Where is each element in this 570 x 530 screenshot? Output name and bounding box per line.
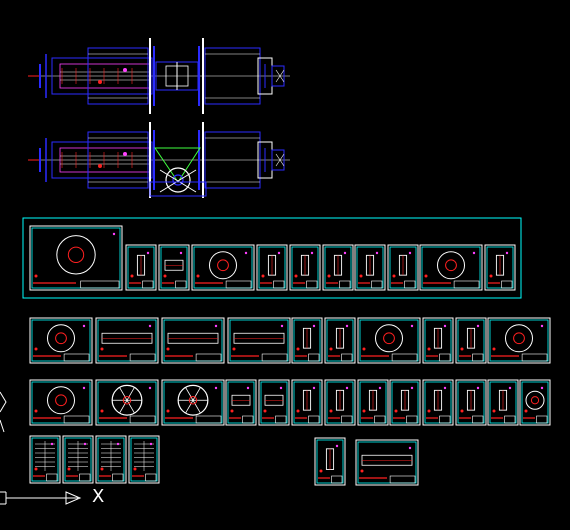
drawing-sheet xyxy=(29,379,93,426)
drawing-sheet xyxy=(487,379,519,426)
drawing-sheet xyxy=(484,244,516,291)
drawing-sheet xyxy=(387,244,419,291)
drawing-sheet xyxy=(422,317,454,364)
drawing-sheet xyxy=(95,317,159,364)
drawing-sheet xyxy=(29,317,93,364)
drawing-sheet xyxy=(419,244,483,291)
drawing-sheet xyxy=(354,244,386,291)
drawing-sheet xyxy=(357,379,389,426)
drawing-sheet xyxy=(314,437,346,486)
drawing-sheet xyxy=(191,244,255,291)
drawing-sheet xyxy=(291,379,323,426)
drawing-sheet xyxy=(128,435,160,484)
drawing-sheet xyxy=(355,439,419,486)
drawing-sheet xyxy=(225,379,257,426)
drawing-sheet xyxy=(227,317,291,364)
drawing-sheet xyxy=(29,225,123,291)
drawing-sheet xyxy=(519,379,551,426)
drawing-sheet xyxy=(95,379,159,426)
drawing-sheet xyxy=(422,379,454,426)
drawing-sheet xyxy=(289,244,321,291)
drawing-sheet xyxy=(29,435,61,484)
drawing-sheet xyxy=(158,244,190,291)
drawing-sheet xyxy=(258,379,290,426)
drawing-sheet xyxy=(95,435,127,484)
drawing-sheet xyxy=(125,244,157,291)
sheet-group-frame xyxy=(22,217,522,299)
sheet-group-frame-border xyxy=(22,217,522,299)
drawing-sheet xyxy=(322,244,354,291)
assembly-drawing-bottom xyxy=(28,122,290,198)
drawing-sheet xyxy=(161,379,225,426)
ucs-icon xyxy=(0,391,82,505)
drawing-sheet xyxy=(455,379,487,426)
drawing-sheet xyxy=(324,317,356,364)
drawing-sheet xyxy=(291,317,323,364)
drawing-sheet xyxy=(389,379,421,426)
drawing-sheets xyxy=(29,225,551,486)
drawing-sheet xyxy=(455,317,487,364)
ucs-x-label: X xyxy=(92,486,105,507)
drawing-sheet xyxy=(161,317,225,364)
drawing-sheet xyxy=(62,435,94,484)
assembly-drawing-top xyxy=(28,38,290,114)
drawing-sheet xyxy=(256,244,288,291)
drawing-sheet xyxy=(487,317,551,364)
drawing-sheet xyxy=(324,379,356,426)
drawing-sheet xyxy=(357,317,421,364)
